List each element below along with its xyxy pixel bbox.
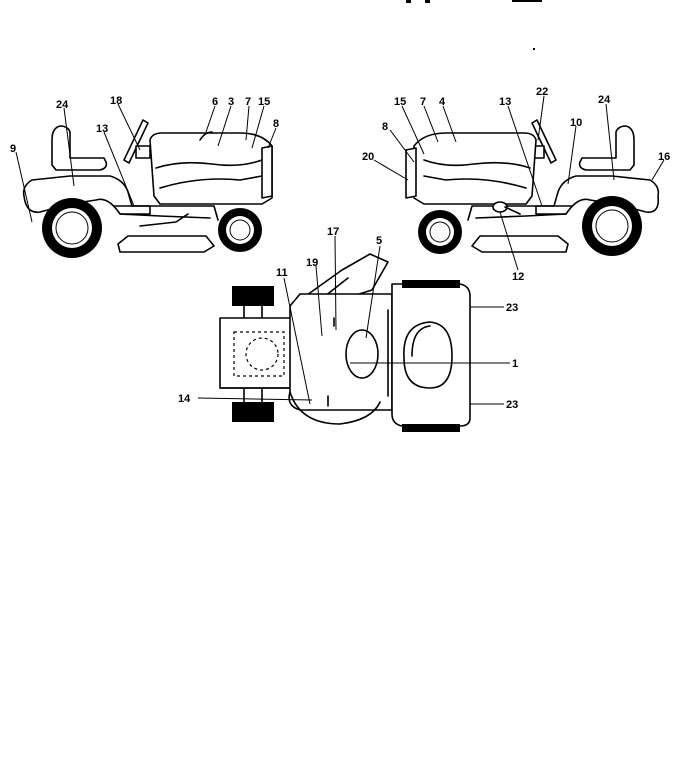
top-view-tractor: [219, 253, 471, 432]
leader-lines: [15, 95, 665, 405]
callout-17: 17: [327, 226, 339, 238]
callout-20: 20: [362, 151, 374, 163]
callout-22: 22: [536, 86, 548, 98]
callout-8-left: 8: [273, 118, 279, 130]
callout-6: 6: [212, 96, 218, 108]
callout-23-top: 23: [506, 302, 518, 314]
callout-1: 1: [512, 358, 518, 370]
callout-13-right: 13: [499, 96, 511, 108]
callout-14: 14: [178, 393, 191, 405]
callout-4: 4: [439, 96, 446, 108]
callout-23-bottom: 23: [506, 399, 518, 411]
callout-15-left: 15: [258, 96, 270, 108]
callout-8-right: 8: [382, 121, 388, 133]
callout-19: 19: [306, 257, 318, 269]
callout-5: 5: [376, 235, 382, 247]
callout-3: 3: [228, 96, 234, 108]
callout-18: 18: [110, 95, 122, 107]
callout-11: 11: [276, 267, 288, 279]
callout-24-left: 24: [56, 99, 69, 111]
callout-9: 9: [10, 143, 16, 155]
left-side-view-tractor: [22, 119, 273, 258]
callout-15-right: 15: [394, 96, 406, 108]
callout-7-left: 7: [245, 96, 251, 108]
callout-16: 16: [658, 151, 670, 163]
right-side-view-tractor: [405, 119, 660, 256]
callout-10: 10: [570, 117, 582, 129]
callout-labels: 9 24 18 13 6 3 7 15 8 15 7 4 8 20 13 22 …: [10, 86, 670, 411]
callout-24-right: 24: [598, 94, 611, 106]
callout-7-right: 7: [420, 96, 426, 108]
top-edge-marks: [406, 0, 542, 50]
callout-13-left: 13: [96, 123, 108, 135]
callout-12: 12: [512, 271, 524, 283]
